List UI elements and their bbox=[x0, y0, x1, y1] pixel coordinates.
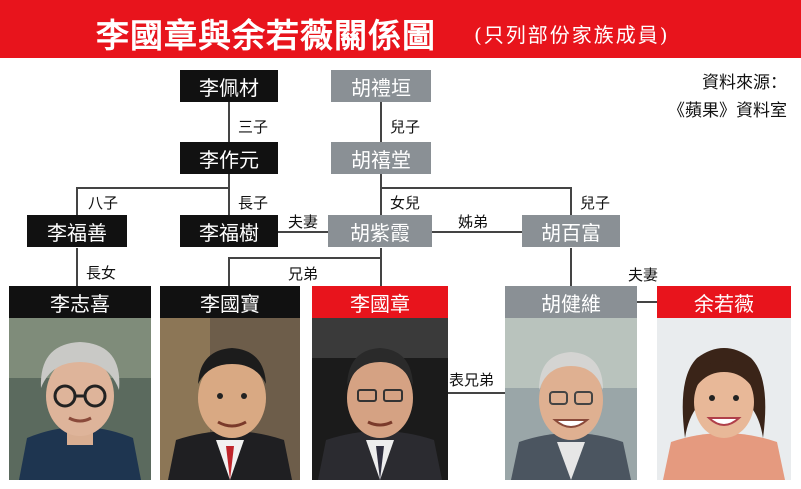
person-box-li-zuoyuan: 李作元 bbox=[180, 142, 278, 174]
connector-line bbox=[380, 174, 382, 188]
connector-line bbox=[228, 187, 230, 215]
connector-line bbox=[637, 301, 657, 303]
portrait-photo-hu-jianwei bbox=[505, 318, 637, 480]
relation-label-cousins: 表兄弟 bbox=[449, 371, 495, 389]
connector-line bbox=[228, 174, 230, 188]
portrait-photo-li-zhixi bbox=[9, 318, 151, 480]
relation-label-eighth-son: 八子 bbox=[88, 194, 119, 212]
diagram-title: 李國章與余若薇關係圖 bbox=[96, 16, 436, 55]
relation-label-eldest-daughter: 長女 bbox=[86, 264, 117, 282]
person-box-li-fushan: 李福善 bbox=[27, 215, 127, 247]
person-box-hu-jianwei: 胡健維 bbox=[505, 286, 637, 318]
source-note: 資料來源： 《蘋果》資料室 bbox=[668, 69, 787, 125]
source-line-2: 《蘋果》資料室 bbox=[668, 101, 787, 121]
person-box-li-peicai: 李佩材 bbox=[180, 70, 278, 102]
relation-label-spouses-2: 夫妻 bbox=[628, 266, 659, 284]
person-box-li-guobao: 李國寶 bbox=[160, 286, 300, 318]
connector-line bbox=[380, 187, 572, 189]
connector-line bbox=[76, 248, 78, 286]
connector-line bbox=[380, 187, 382, 215]
connector-line bbox=[380, 257, 382, 286]
connector-line bbox=[228, 257, 382, 259]
relation-label-brothers: 兄弟 bbox=[288, 265, 319, 283]
person-box-yu-ruowei: 余若薇 bbox=[657, 286, 791, 318]
person-box-hu-zixia: 胡紫霞 bbox=[328, 215, 432, 247]
connector-line bbox=[76, 187, 78, 215]
portrait-photo-li-guozhang bbox=[312, 318, 448, 480]
portrait-photo-yu-ruowei bbox=[657, 318, 791, 480]
relation-label-siblings-in-law: 姊弟 bbox=[458, 213, 489, 231]
person-box-hu-baifu: 胡百富 bbox=[522, 215, 620, 247]
connector-line bbox=[432, 231, 522, 233]
relation-label-daughter: 女兒 bbox=[390, 194, 421, 212]
connector-line bbox=[228, 102, 230, 144]
diagram-subtitle: (只列部份家族成員) bbox=[474, 23, 670, 47]
connector-line bbox=[76, 187, 230, 189]
person-box-li-fushu: 李福樹 bbox=[180, 215, 278, 247]
connector-line bbox=[380, 248, 382, 258]
person-box-li-zhixi: 李志喜 bbox=[9, 286, 151, 318]
title-banner bbox=[0, 0, 801, 58]
source-line-1: 資料來源： bbox=[702, 73, 787, 93]
connector-line bbox=[380, 102, 382, 144]
relation-label-son: 兒子 bbox=[390, 118, 421, 136]
relation-label-eldest-son: 長子 bbox=[238, 194, 269, 212]
connector-line bbox=[570, 248, 572, 286]
connector-line bbox=[278, 231, 328, 233]
relation-label-son-2: 兒子 bbox=[580, 194, 611, 212]
relation-label-third-son: 三子 bbox=[238, 118, 269, 136]
connector-line bbox=[446, 392, 506, 394]
connector-line bbox=[570, 187, 572, 215]
person-box-hu-lihuan: 胡禮垣 bbox=[331, 70, 431, 102]
relation-label-spouses: 夫妻 bbox=[288, 213, 319, 231]
portrait-photo-li-guobao bbox=[160, 318, 300, 480]
person-box-hu-xitang: 胡禧堂 bbox=[331, 142, 431, 174]
person-box-li-guozhang: 李國章 bbox=[312, 286, 448, 318]
connector-line bbox=[228, 257, 230, 286]
